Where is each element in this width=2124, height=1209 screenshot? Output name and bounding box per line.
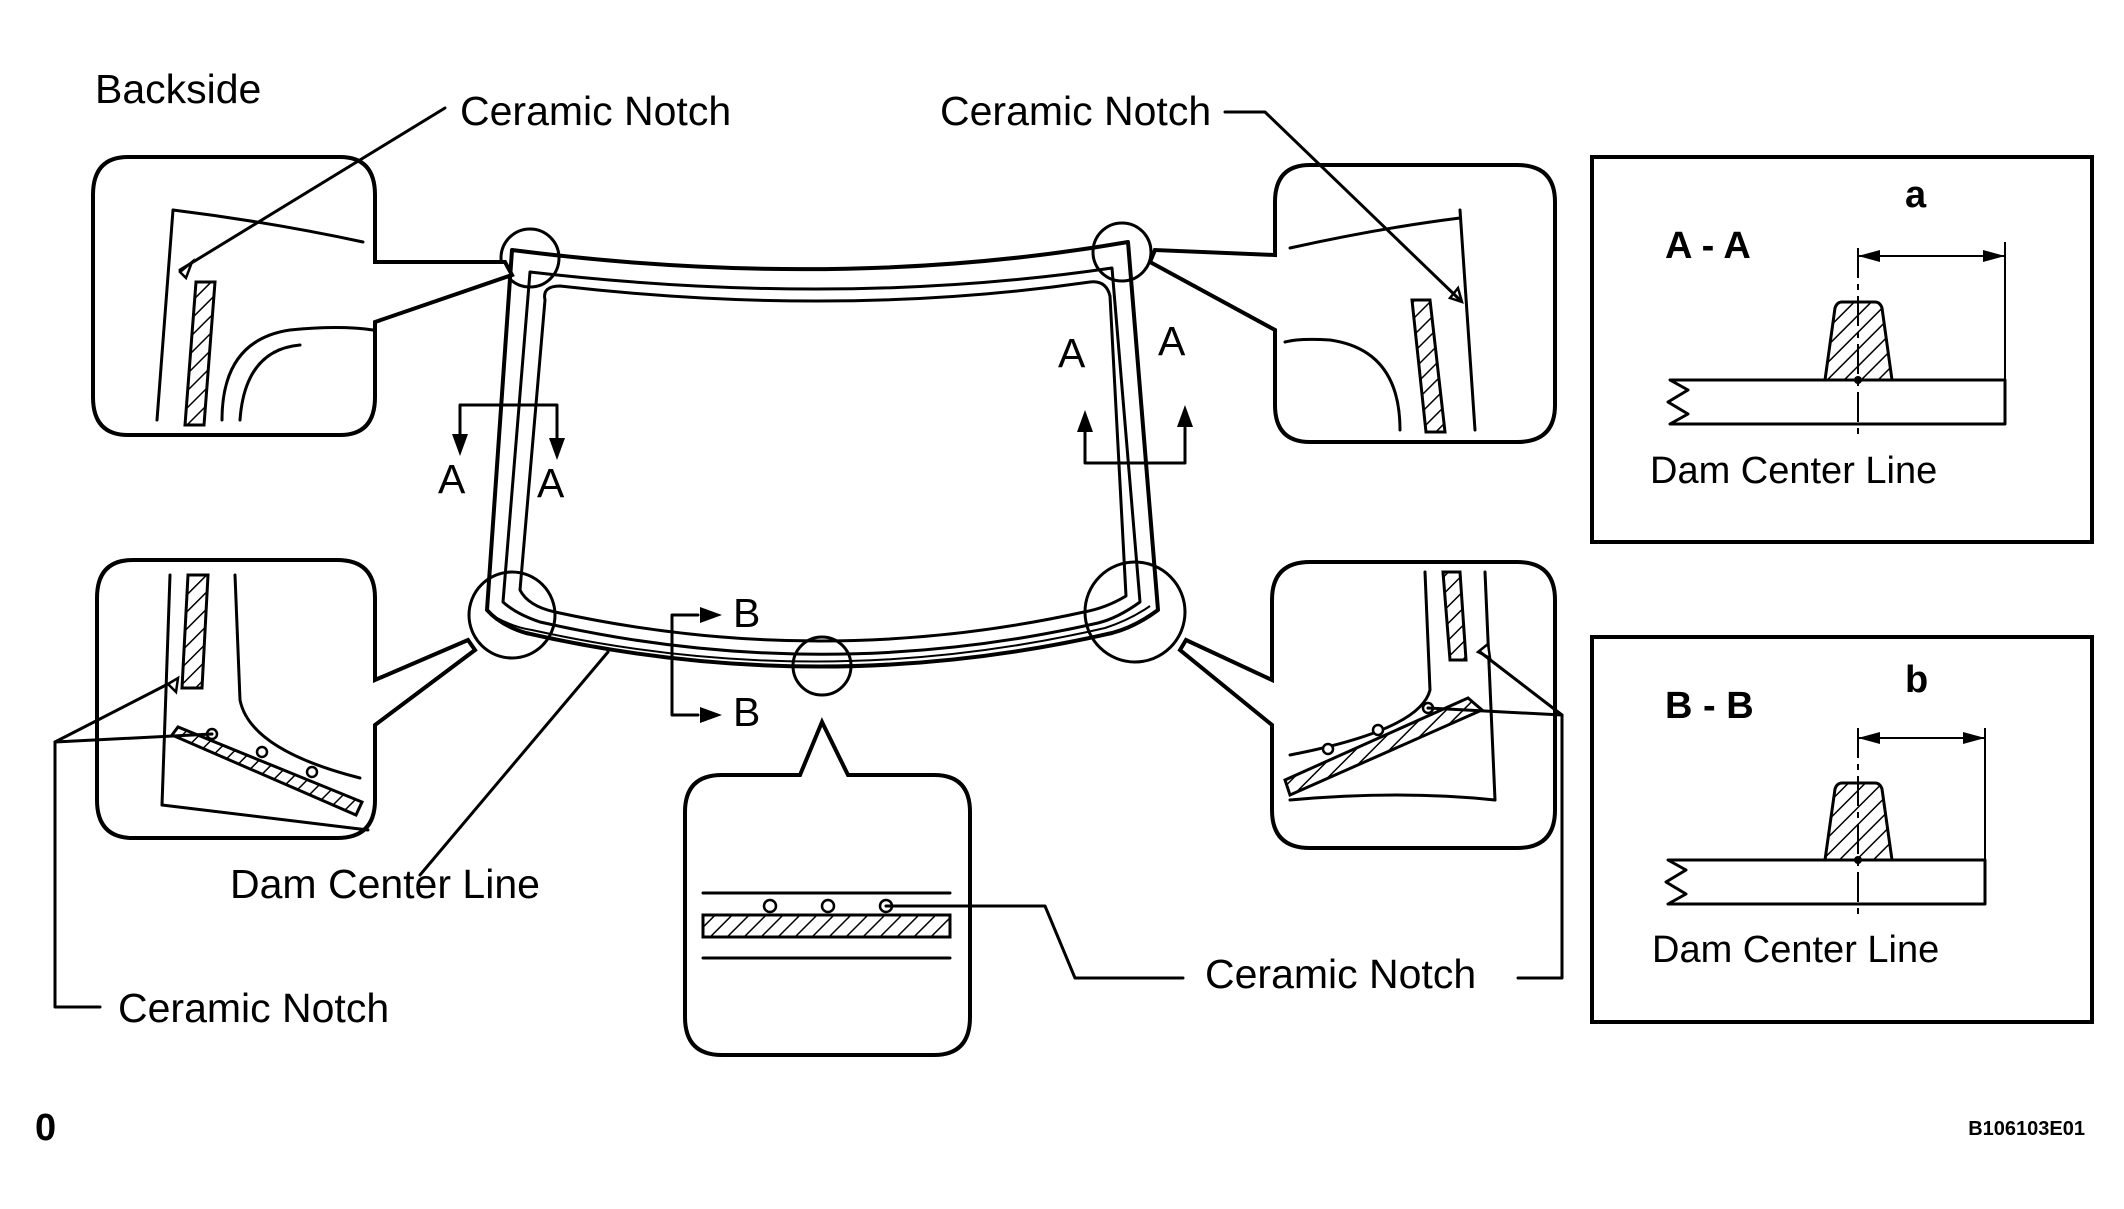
cut-label-b-2: B [733,689,760,735]
section-a-title: A - A [1665,225,1751,267]
section-a-dam-center-line-label: Dam Center Line [1650,450,1937,492]
detail-circle-bottom-center [791,635,853,697]
detail-circle-top-right [1091,221,1153,283]
page-number: 0 [35,1107,56,1149]
cut-label-a-3: A [1058,330,1086,376]
cut-label-a-1: A [438,456,466,502]
cut-marker-a-left [452,403,565,460]
ceramic-notch-label-bottom-left: Ceramic Notch [118,985,389,1031]
windshield-glass [485,240,1160,669]
section-box-b-b [1590,635,2094,1024]
section-b-dam-center-line-label: Dam Center Line [1652,929,1939,971]
detail-circle-top-left [499,227,561,289]
dam-center-line-label: Dam Center Line [230,861,540,907]
figure-code: B106103E01 [1968,1118,2085,1140]
detail-bottom-right [1177,560,1557,850]
cut-marker-a-right [1077,405,1193,465]
ceramic-notch-label-bottom-right: Ceramic Notch [1205,951,1476,997]
backside-label: Backside [95,66,261,112]
detail-top-right [1147,163,1557,444]
ceramic-notch-label-top-right: Ceramic Notch [940,88,1211,134]
dimension-a-label: a [1905,174,1927,216]
section-box-a-a [1590,155,2094,544]
dimension-b-label: b [1905,659,1928,701]
cut-label-a-4: A [1158,318,1186,364]
cut-label-b-1: B [733,590,760,636]
section-b-title: B - B [1665,685,1754,727]
detail-circle-bottom-left [467,570,557,660]
leader-lines [53,106,1564,1009]
detail-bottom-left [95,558,478,840]
cut-label-a-2: A [537,460,565,506]
detail-bottom-center [683,717,972,1057]
cut-marker-b [670,607,722,723]
ceramic-notch-label-top-left: Ceramic Notch [460,88,731,134]
detail-top-left [91,155,515,437]
detail-circle-bottom-right [1083,560,1187,664]
